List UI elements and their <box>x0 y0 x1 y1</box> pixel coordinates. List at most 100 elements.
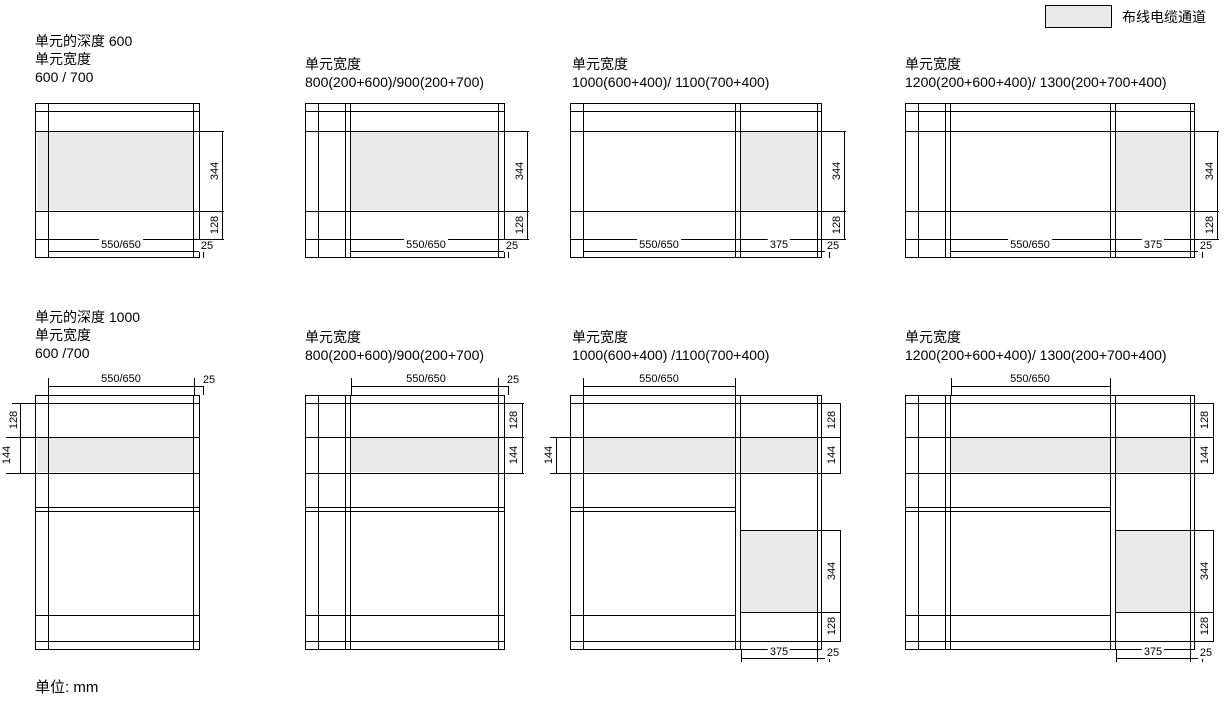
panel-line <box>222 131 223 239</box>
panel-line <box>951 386 1110 387</box>
row2-col1-width-values: 600 /700 <box>35 345 90 361</box>
unit-note: 单位: mm <box>35 679 99 696</box>
panel-line <box>905 473 1195 474</box>
panel-line <box>351 386 508 387</box>
panel-line <box>1115 530 1195 531</box>
panel-line <box>570 641 822 642</box>
row1-col2-width-title: 单元宽度 <box>305 56 361 72</box>
panel-line <box>570 437 822 438</box>
panel-line <box>498 378 499 395</box>
panel-line <box>345 103 346 258</box>
panel-line <box>817 650 818 662</box>
dim-label: 344 <box>208 159 222 183</box>
panel-line <box>1195 612 1214 613</box>
panel-line <box>1110 378 1111 395</box>
panel-line <box>48 251 203 252</box>
panel-line <box>1116 650 1117 662</box>
panel-line <box>1195 530 1214 531</box>
dim-label: 25 <box>824 239 842 253</box>
cable-channel-region <box>351 132 499 210</box>
panel-line <box>817 395 818 650</box>
panel-line <box>822 403 841 404</box>
panel-line <box>305 211 505 212</box>
dim-label: 344 <box>1203 159 1217 183</box>
dim-label: 25 <box>1197 646 1215 660</box>
panel-line <box>550 437 570 438</box>
dim-label: 25 <box>200 373 218 387</box>
panel-line <box>822 211 846 212</box>
panel-line <box>35 437 200 438</box>
dim-label: 550/650 <box>1008 238 1052 252</box>
panel-line <box>505 403 524 404</box>
dim-label: 550/650 <box>99 238 143 252</box>
dim-label: 128 <box>825 614 839 638</box>
panel-line <box>817 103 818 258</box>
panel-line <box>570 131 822 132</box>
panel-line <box>1195 131 1219 132</box>
cable-channel-region <box>1116 531 1190 612</box>
cable-channel-region <box>37 438 194 472</box>
row2-col2-width-title: 单元宽度 <box>305 329 361 345</box>
dim-label: 25 <box>503 239 521 253</box>
panel-line <box>741 658 829 659</box>
panel-line <box>12 403 35 404</box>
dim-label: 128 <box>7 408 21 432</box>
panel-line <box>35 615 200 616</box>
panel-line <box>905 641 1195 642</box>
panel-line <box>951 378 952 395</box>
row2-col3-width-values: 1000(600+400) /1100(700+400) <box>572 347 770 363</box>
cable-channel-region <box>37 132 194 210</box>
dim-label: 25 <box>198 239 216 253</box>
panel-line <box>918 395 919 650</box>
panel-line <box>740 612 822 613</box>
row1-col3-width-title: 单元宽度 <box>572 56 628 72</box>
row1-col1-width-title: 单元宽度 <box>35 51 91 67</box>
panel-line <box>840 530 841 641</box>
panel-line <box>305 131 505 132</box>
panel-line <box>305 403 505 404</box>
panel-line <box>1190 103 1191 258</box>
panel-line <box>200 239 224 240</box>
panel-line <box>498 103 499 258</box>
dim-label: 128 <box>1203 213 1217 237</box>
panel-line <box>556 437 557 473</box>
panel-line <box>822 530 841 531</box>
panel-line <box>570 507 735 508</box>
panel-line <box>498 395 499 650</box>
panel-line <box>305 437 505 438</box>
panel-line <box>203 378 204 395</box>
panel-line <box>48 103 49 258</box>
row1-depth-label: 单元的深度 600 <box>35 33 133 49</box>
dim-label: 128 <box>208 213 222 237</box>
panel-line <box>350 395 351 650</box>
panel-line <box>1195 239 1219 240</box>
panel-line <box>48 395 49 650</box>
panel-line <box>822 437 841 438</box>
panel-line <box>905 437 1195 438</box>
panel-line <box>583 395 584 650</box>
panel-line <box>305 615 505 616</box>
panel-line <box>1195 641 1214 642</box>
dim-label: 375 <box>767 238 791 252</box>
panel-line <box>194 378 195 395</box>
panel-line <box>505 473 524 474</box>
panel-line <box>505 239 529 240</box>
panel-line <box>735 378 736 395</box>
panel-line <box>193 395 194 650</box>
unit-outline <box>35 395 200 650</box>
dim-label: 344 <box>513 159 527 183</box>
panel-line <box>318 395 319 650</box>
panel-line <box>570 615 735 616</box>
legend-label: 布线电缆通道 <box>1122 9 1206 25</box>
panel-line <box>570 511 735 512</box>
panel-line <box>570 211 822 212</box>
dim-label: 25 <box>1197 239 1215 253</box>
panel-line <box>583 251 829 252</box>
row2-col4-width-title: 单元宽度 <box>905 329 961 345</box>
dim-label: 550/650 <box>637 238 681 252</box>
panel-line <box>505 211 529 212</box>
dim-label: 144 <box>507 443 521 467</box>
panel-line <box>905 615 1110 616</box>
dim-label: 375 <box>1141 238 1165 252</box>
